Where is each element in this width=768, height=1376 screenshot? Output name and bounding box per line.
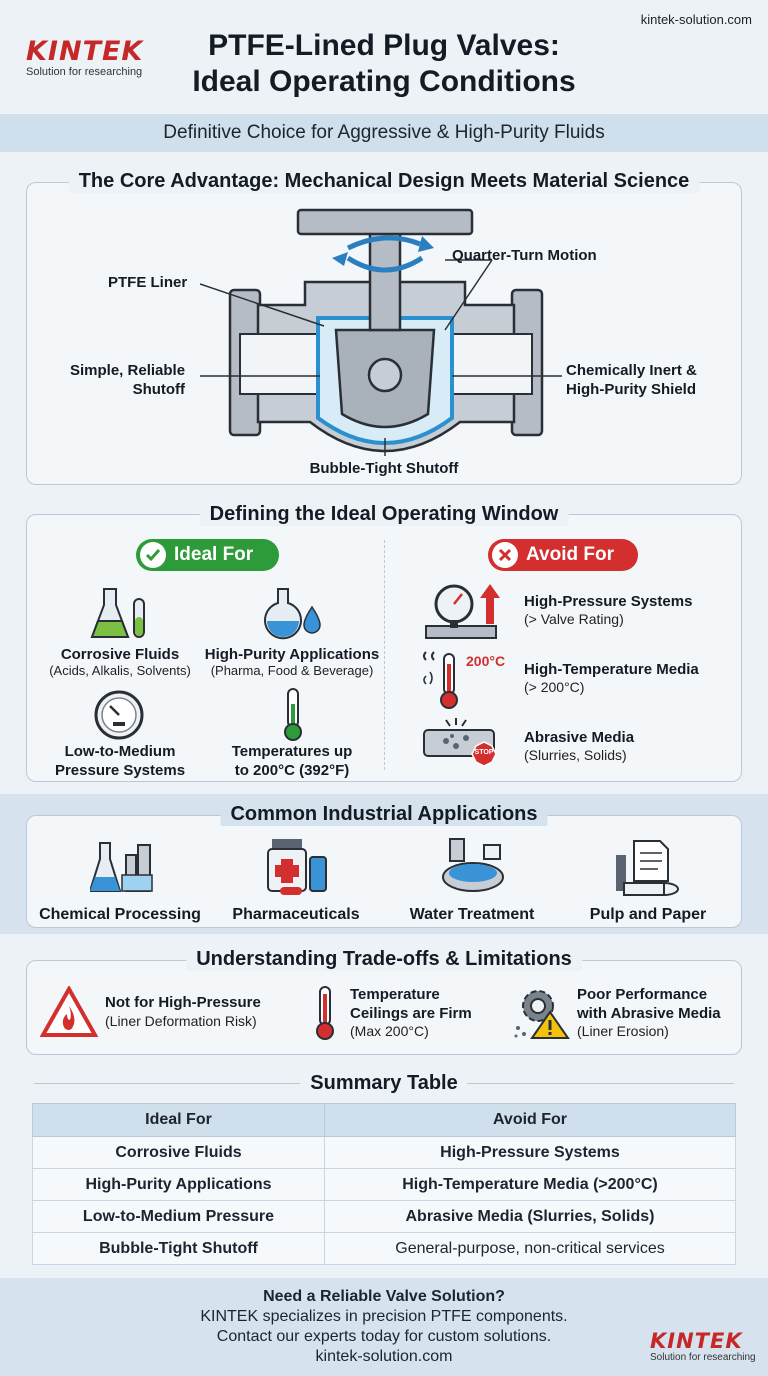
footer-band — [0, 1278, 768, 1376]
table-cell: Low-to-Medium Pressure — [32, 1200, 325, 1233]
avoid-item-temperature-title: High-Temperature Media — [524, 661, 699, 678]
thermometer-green-icon — [284, 688, 302, 741]
footer-text: Need a Reliable Valve Solution? KINTEK s… — [84, 1287, 684, 1367]
ideal-item-corrosive-title: Corrosive Fluids — [60, 646, 180, 663]
avoid-item-pressure-note: (> Valve Rating) — [524, 611, 624, 627]
callout-chemically-inert: Chemically Inert & High-Purity Shield — [566, 362, 697, 398]
thermometer-red-icon — [316, 986, 334, 1040]
application-pulp: Pulp and Paper — [589, 906, 707, 923]
table-row: High-Purity Applications High-Temperatur… — [32, 1168, 737, 1201]
table-cell: High-Purity Applications — [32, 1168, 325, 1201]
ideal-item-pressure: Low-to-Medium Pressure Systems — [54, 743, 186, 779]
avoid-item-abrasive-note: (Slurries, Solids) — [524, 747, 627, 763]
plug-valve-diagram — [200, 208, 562, 456]
footer-logo-word: KINTEK — [650, 1329, 743, 1353]
table-cell: General-purpose, non-critical services — [323, 1232, 737, 1265]
page-title: PTFE-Lined Plug Valves: Ideal Operating … — [130, 28, 638, 100]
operating-window-title: Defining the Ideal Operating Window — [199, 503, 569, 526]
table-cell: Corrosive Fluids — [32, 1136, 325, 1169]
flask-icon — [90, 588, 145, 638]
footer-line-2: Contact our experts today for custom sol… — [216, 1328, 552, 1345]
avoid-item-pressure-title: High-Pressure Systems — [524, 593, 693, 610]
stop-sign-badge: STOP — [474, 749, 494, 756]
chemical-processing-icon — [90, 842, 153, 892]
tradeoffs-panel — [26, 960, 742, 1055]
temperature-badge: 200°C — [466, 653, 506, 669]
application-water: Water Treatment — [409, 906, 535, 923]
summary-header-row: Ideal For Avoid For — [32, 1103, 737, 1137]
cross-icon — [492, 542, 518, 568]
plug-port — [367, 357, 403, 393]
callout-ptfe-liner: PTFE Liner — [108, 274, 188, 291]
callout-quarter-turn: Quarter-Turn Motion — [452, 247, 597, 264]
footer-logo-tagline: Solution for researching — [650, 1352, 756, 1363]
summary-title: Summary Table — [300, 1072, 468, 1095]
pulp-paper-icon — [616, 840, 679, 896]
footer-line-1: KINTEK specializes in precision PTFE com… — [200, 1308, 568, 1325]
title-line-2: Ideal Operating Conditions — [192, 65, 576, 98]
summary-table: Ideal For Avoid For Corrosive Fluids Hig… — [32, 1103, 737, 1265]
warning-fire-icon — [40, 986, 98, 1037]
tradeoffs-title: Understanding Trade-offs & Limitations — [186, 948, 582, 971]
table-cell: High-Pressure Systems — [323, 1136, 737, 1169]
footer-url[interactable]: kintek-solution.com — [315, 1348, 453, 1365]
heat-thermometer-icon — [423, 651, 458, 709]
tradeoff-pressure-note: (Liner Deformation Risk) — [105, 1013, 257, 1029]
pressure-gauge-icon — [94, 690, 144, 740]
application-pharma: Pharmaceuticals — [232, 906, 360, 923]
tradeoff-abrasive-note: (Liner Erosion) — [577, 1023, 669, 1039]
ideal-item-temperature: Temperatures up to 200°C (392°F) — [231, 743, 353, 779]
check-icon — [140, 542, 166, 568]
rotation-arrow-back — [346, 235, 421, 251]
tradeoff-pressure-title: Not for High-Pressure — [105, 994, 261, 1011]
abrasive-pipe-icon — [423, 718, 497, 767]
ideal-item-purity-note: (Pharma, Food & Beverage) — [210, 663, 374, 678]
site-url[interactable]: kintek-solution.com — [640, 12, 752, 27]
rotation-arrow — [346, 255, 424, 273]
avoid-item-abrasive-title: Abrasive Media — [524, 729, 635, 746]
logo-tagline: Solution for researching — [26, 66, 143, 78]
water-treatment-icon — [442, 838, 504, 892]
pharmaceuticals-icon — [267, 839, 327, 895]
ideal-for-badge: Ideal For — [136, 539, 279, 571]
window-divider — [384, 540, 385, 770]
ideal-item-corrosive-note: (Acids, Alkalis, Solvents) — [49, 663, 191, 678]
valve-stem — [368, 228, 402, 332]
tradeoff-temperature-title: Temperature Ceilings are Firm — [350, 986, 472, 1022]
ideal-item-purity-title: High-Purity Applications — [204, 646, 380, 663]
table-row: Low-to-Medium Pressure Abrasive Media (S… — [32, 1200, 737, 1233]
gear-warning-icon — [514, 990, 570, 1039]
table-row: Bubble-Tight Shutoff General-purpose, no… — [32, 1232, 737, 1265]
avoid-for-badge: Avoid For — [488, 539, 638, 571]
avoid-item-temperature-note: (> 200°C) — [524, 679, 585, 695]
subtitle-band: Definitive Choice for Aggressive & High-… — [0, 114, 768, 152]
tradeoff-abrasive-title: Poor Performance with Abrasive Media — [577, 986, 721, 1022]
purity-flask-icon — [264, 588, 321, 640]
tradeoff-temperature-note: (Max 200°C) — [350, 1023, 429, 1039]
high-pressure-gauge-icon — [425, 584, 500, 639]
table-cell: Abrasive Media (Slurries, Solids) — [323, 1200, 737, 1233]
logo-word: KINTEK — [26, 36, 144, 67]
core-advantage-title: The Core Advantage: Mechanical Design Me… — [68, 170, 700, 193]
valve-handle — [296, 208, 474, 236]
applications-title: Common Industrial Applications — [220, 803, 548, 826]
summary-header-ideal: Ideal For — [32, 1103, 325, 1137]
title-line-1: PTFE-Lined Plug Valves: — [208, 29, 560, 62]
table-row: Corrosive Fluids High-Pressure Systems — [32, 1136, 737, 1169]
table-cell: Bubble-Tight Shutoff — [32, 1232, 325, 1265]
brand-logo: KINTEK Solution for researching — [26, 36, 144, 79]
callout-simple-shutoff: Simple, Reliable Shutoff — [70, 362, 186, 398]
footer-heading: Need a Reliable Valve Solution? — [263, 1288, 505, 1305]
callout-bubble-tight: Bubble-Tight Shutoff — [309, 460, 459, 477]
summary-header-avoid: Avoid For — [323, 1103, 737, 1137]
application-chemical: Chemical Processing — [39, 906, 201, 923]
footer-logo: KINTEK Solution for researching — [650, 1330, 756, 1363]
table-cell: High-Temperature Media (>200°C) — [323, 1168, 737, 1201]
